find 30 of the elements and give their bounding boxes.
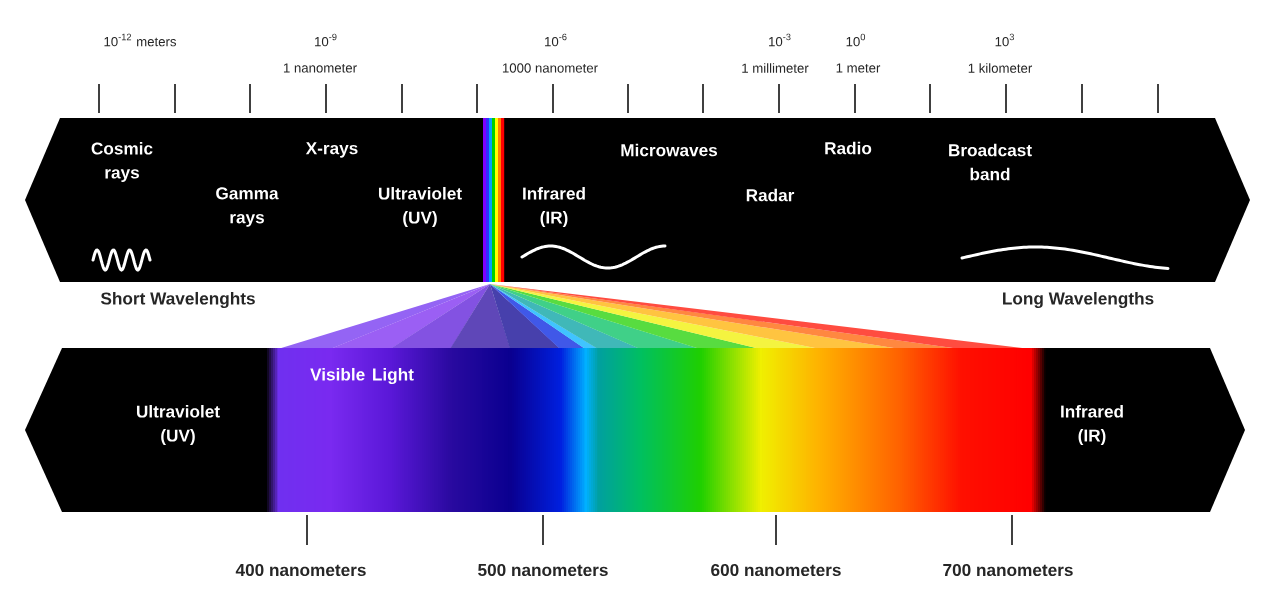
band-label: Visible Light [310,367,414,385]
band-label: Infrared (IR) [1061,405,1123,446]
scale-label: 1 meter [836,63,881,73]
axis-label: 500 nanometers [478,563,608,577]
scale-label: 1 nanometer [283,63,357,73]
scale-label: 1 millimeter [742,63,809,73]
band-label: Gamma rays [216,187,279,227]
axis-label: 700 nanometers [943,563,1073,577]
scale-label: 10$^{-12}$ meters [104,33,177,47]
band-label: Infrared (IR) [523,187,585,228]
spectrum-band [25,118,1250,282]
scale-label: 1000 nanometer [502,63,598,73]
scale-label: 10$^{3}$ [995,33,1014,47]
axis-label: Short Wavelenghts [100,291,255,309]
scale-label: 10$^{-6}$ [545,33,567,47]
band-label: Radio [825,141,872,155]
band-label: Ultraviolet (UV) [137,405,220,446]
axis-label: 600 nanometers [711,563,841,577]
band-label: Cosmic rays [91,142,153,183]
scale-label: 1 kilometer [968,63,1033,73]
band-label: X-rays [305,142,358,158]
band-label: Broadcast band [949,143,1032,181]
band-label: Microwaves [621,143,718,157]
band-label: Ultraviolet (UV) [379,187,462,228]
axis-label: Long Wavelengths [1003,291,1154,309]
scale-label: 10$^{0}$ [846,33,866,47]
axis-label: 400 nanometers [235,563,366,577]
band-label: Radar [746,188,795,202]
scale-label: 10$^{-9}$ [315,33,337,47]
scale-label: 10$^{-3}$ [769,33,791,47]
